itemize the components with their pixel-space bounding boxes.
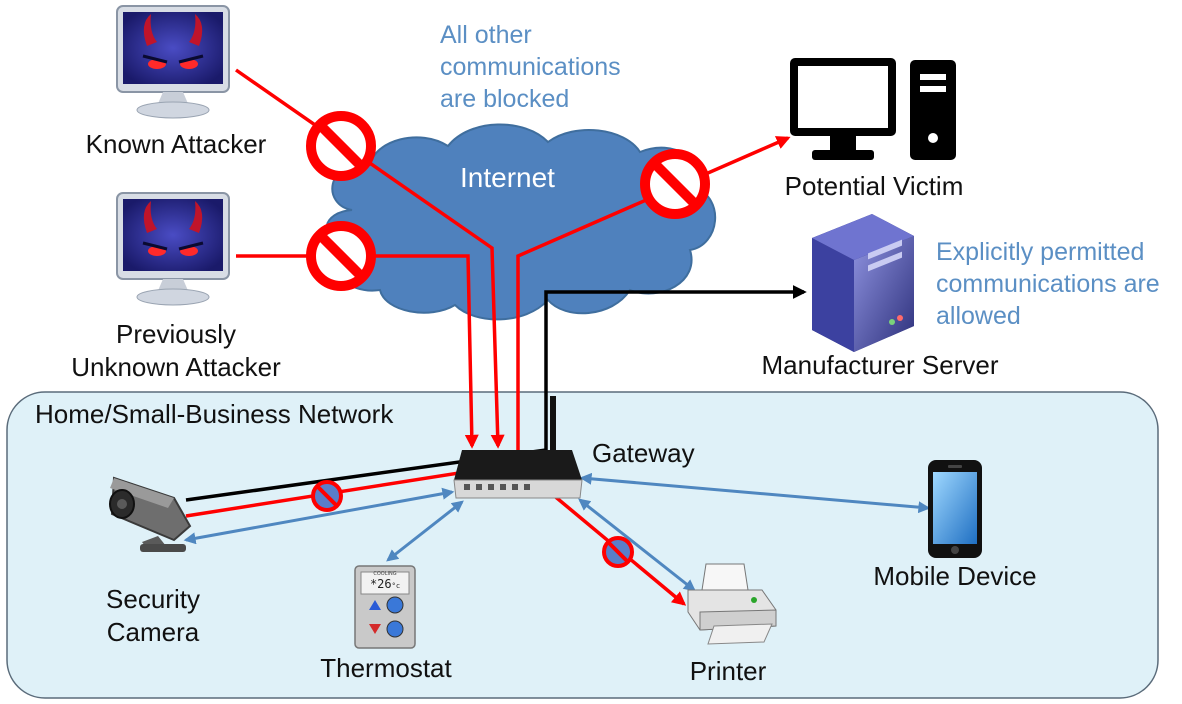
- mobile-device-label: Mobile Device: [873, 561, 1037, 591]
- manufacturer-server-label: Manufacturer Server: [761, 350, 999, 380]
- security-camera-line: Camera: [106, 616, 200, 647]
- permitted-note-line: Explicitly permitted: [936, 238, 1145, 266]
- link-thermostat-gateway: [386, 500, 464, 562]
- line-to-manufacturer: [544, 285, 807, 456]
- block-sign: [640, 149, 710, 219]
- internet-label: Internet: [460, 162, 555, 193]
- permitted-note-line: allowed: [936, 302, 1021, 330]
- mobile-phone-icon: [928, 460, 982, 558]
- attacker-monitor-icon: [116, 192, 230, 306]
- security-camera-icon: [109, 476, 192, 552]
- local-links: [183, 472, 931, 592]
- block-sign-small: [602, 536, 634, 568]
- thermostat-label: Thermostat: [320, 653, 452, 683]
- network-label: Home/Small-Business Network: [35, 399, 394, 429]
- thermostat-temp-unit: °c: [391, 582, 401, 590]
- thermostat-mode: COOLING: [373, 571, 397, 577]
- link-gateway-printer: [578, 498, 696, 592]
- blocked-note-line: are blocked: [440, 85, 570, 113]
- unknown-attacker-label: Previously Unknown Attacker: [71, 318, 281, 383]
- gateway-router-icon: [453, 396, 583, 499]
- permitted-note-line: communications are: [936, 270, 1160, 298]
- block-sign: [306, 221, 376, 291]
- thermostat-temp-value: *26: [369, 577, 392, 591]
- thermostat-icon: [354, 565, 416, 649]
- printer-icon: [687, 563, 777, 645]
- blocked-note: All other communications are blocked: [440, 19, 621, 115]
- blocked-note-line: All other: [440, 21, 532, 49]
- link-camera-gateway: [183, 487, 455, 545]
- known-attacker-label: Known Attacker: [85, 129, 267, 159]
- thermostat-temperature: *26°c: [362, 577, 408, 591]
- printer-label: Printer: [689, 656, 767, 686]
- link-gateway-mobile: [579, 472, 931, 514]
- unknown-attacker-line: Unknown Attacker: [71, 351, 281, 382]
- block-sign: [306, 111, 376, 181]
- gateway-label: Gateway: [592, 438, 695, 468]
- desktop-computer-icon: [790, 58, 956, 160]
- unknown-attacker-line: Previously: [116, 319, 236, 349]
- security-camera-line: Security: [106, 584, 200, 614]
- block-sign-small: [311, 480, 343, 512]
- internet-cloud: [325, 123, 717, 321]
- potential-victim-label: Potential Victim: [784, 171, 964, 201]
- blocked-note-line: communications: [440, 53, 621, 81]
- attacker-monitor-icon: [116, 5, 230, 119]
- permitted-note: Explicitly permitted communications are …: [936, 236, 1160, 332]
- security-camera-label: Security Camera: [106, 583, 200, 648]
- server-icon: [812, 214, 914, 352]
